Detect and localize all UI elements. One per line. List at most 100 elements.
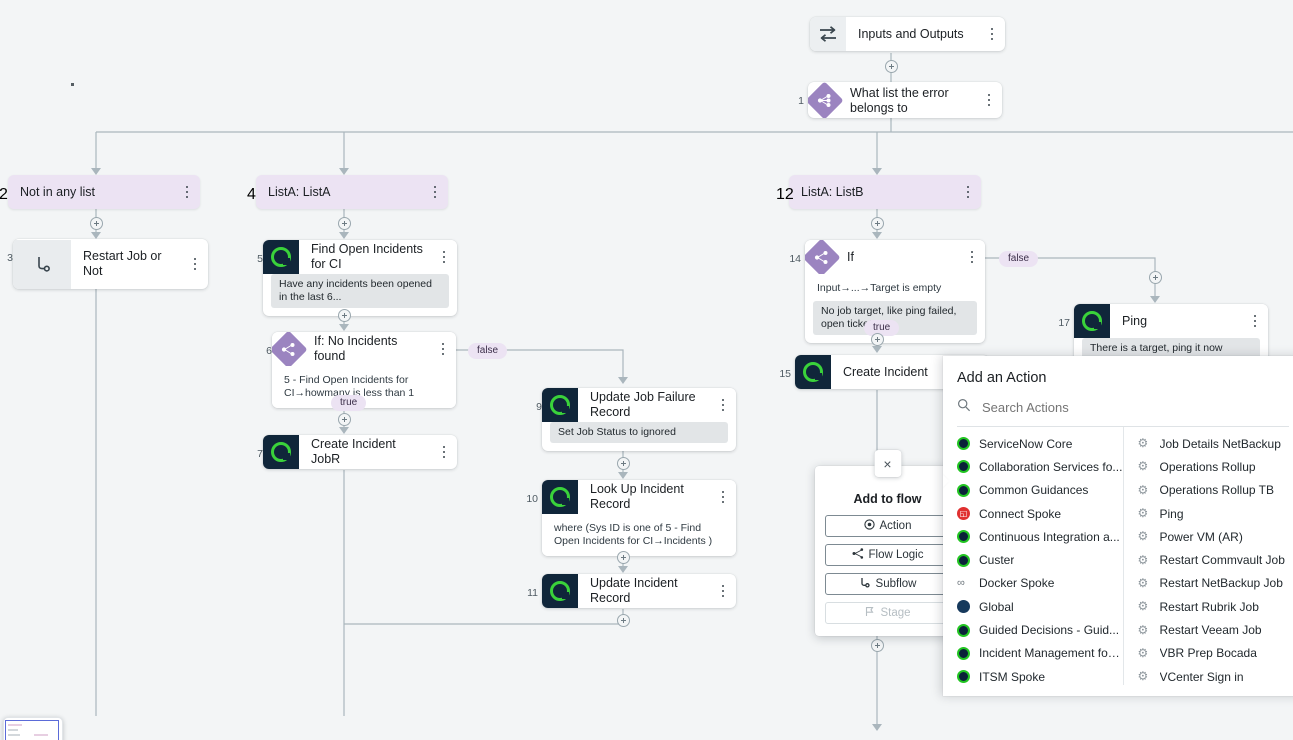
node-number: 2 (0, 186, 8, 203)
list-item[interactable]: ⚙ Restart NetBackup Job (1124, 572, 1293, 595)
gear-icon: ⚙ (1137, 575, 1149, 590)
action-list[interactable]: ⚙Job Details NetBackup ⚙Operations Rollu… (1124, 427, 1293, 685)
action-target-icon (863, 519, 875, 533)
node-update-incident-record[interactable]: 11 Update Incident Record (527, 574, 736, 608)
node-menu-button[interactable] (976, 82, 1002, 118)
list-item[interactable]: ⚙Power VM (AR) (1124, 525, 1293, 548)
global-icon (957, 600, 970, 614)
add-to-flow-popover[interactable]: × Add to flow Action Flow Logic Subflow (815, 450, 970, 636)
list-item[interactable]: ⚙Restart Veeam Job (1124, 618, 1293, 641)
node-create-incident-jobr[interactable]: 7 Create Incident JobR (257, 435, 457, 469)
node-menu-button[interactable] (431, 435, 457, 469)
list-item[interactable]: ∞Docker Spoke (943, 572, 1123, 595)
add-action-button[interactable]: Action (825, 515, 950, 537)
add-action-label: Action (879, 520, 912, 532)
node-label: Not in any list (20, 184, 96, 199)
add-subflow-button[interactable]: Subflow (825, 573, 950, 595)
list-item[interactable]: ⚙Job Details NetBackup (1124, 432, 1293, 455)
list-item[interactable]: Collaboration Services fo... (943, 455, 1123, 478)
gear-icon: ⚙ (1137, 645, 1149, 660)
list-item[interactable]: Continuous Integration a... (943, 525, 1123, 548)
minimap[interactable] (3, 717, 63, 740)
node-label: If (847, 249, 854, 264)
node-menu-button[interactable] (422, 190, 448, 194)
node-look-up-incident-record[interactable]: 10 Look Up Incident Record where (Sys ID… (526, 480, 736, 556)
node-subtitle: Input→...→Target is empty (805, 274, 985, 297)
add-flow-logic-button[interactable]: Flow Logic (825, 544, 950, 566)
list-item[interactable]: Common Guidances (943, 479, 1123, 502)
node-menu-button[interactable] (959, 240, 985, 274)
node-menu-button[interactable] (710, 388, 736, 422)
node-menu-button[interactable] (174, 190, 200, 194)
list-item[interactable]: ITSM Spoke (943, 665, 1123, 685)
node-label: Restart Job or Not (83, 249, 162, 278)
search-actions-row[interactable] (957, 398, 1289, 427)
add-an-action-panel[interactable]: Add an Action ServiceNow Core Collaborat… (943, 356, 1293, 696)
node-menu-button[interactable] (1242, 304, 1268, 338)
node-lista-listb[interactable]: 12 ListA: ListB (776, 175, 981, 209)
node-menu-button[interactable] (979, 17, 1005, 51)
node-lista-lista[interactable]: 4 ListA: ListA (247, 175, 448, 209)
node-update-job-failure-record[interactable]: 9 Update Job Failure Record Set Job Stat… (536, 388, 736, 451)
node-label: ListA: ListB (801, 184, 864, 199)
add-step-handle[interactable] (617, 551, 630, 564)
add-step-handle[interactable] (871, 217, 884, 230)
list-item[interactable]: ⚙Ping (1124, 502, 1293, 525)
node-label: Ping (1122, 313, 1148, 328)
list-item[interactable]: ServiceNow Core (943, 432, 1123, 455)
node-menu-button[interactable] (955, 190, 981, 194)
list-item-label: Restart Commvault Job (1159, 553, 1285, 568)
node-if-no-incidents-found[interactable]: 6 If: No Incidents found (266, 332, 456, 408)
node-label: Update Job Failure Record (590, 390, 696, 419)
list-item[interactable]: Guided Decisions - Guid... (943, 618, 1123, 641)
connect-spoke-icon: ◱ (957, 507, 970, 521)
list-item[interactable]: Global (943, 595, 1123, 618)
list-item-label: Restart NetBackup Job (1159, 576, 1283, 591)
list-item[interactable]: ⚙Restart Commvault Job (1124, 548, 1293, 571)
search-input[interactable] (980, 399, 1289, 416)
list-item[interactable]: Custer (943, 548, 1123, 571)
node-inputs-and-outputs[interactable]: Inputs and Outputs (810, 17, 1005, 51)
servicenow-icon (1074, 304, 1110, 338)
node-restart-job-or-not[interactable]: 3 Restart Job or Not (7, 239, 208, 289)
flag-icon (864, 606, 875, 620)
list-item[interactable]: ⚙Operations Rollup (1124, 455, 1293, 478)
list-item[interactable]: ⚙Operations Rollup TB (1124, 479, 1293, 502)
add-step-handle[interactable] (871, 639, 884, 652)
add-step-handle[interactable] (617, 457, 630, 470)
list-item[interactable]: ⚙VCenter Sign in (1124, 665, 1293, 685)
list-item[interactable]: ⚙Restart Rubrik Job (1124, 595, 1293, 618)
node-menu-button[interactable] (431, 240, 457, 274)
add-step-handle[interactable] (885, 60, 898, 73)
node-find-open-incidents-for-ci[interactable]: 5 Find Open Incidents for CI Have any in… (257, 240, 457, 316)
add-step-handle[interactable] (338, 413, 351, 426)
node-menu-button[interactable] (430, 332, 456, 366)
list-item-label: Job Details NetBackup (1159, 436, 1281, 451)
add-step-handle[interactable] (617, 614, 630, 627)
gear-icon: ⚙ (1137, 622, 1149, 637)
add-step-handle[interactable] (90, 217, 103, 230)
gear-icon: ⚙ (1137, 599, 1149, 614)
node-not-in-any-list[interactable]: 2 Not in any list (0, 175, 200, 209)
add-step-handle[interactable] (871, 333, 884, 346)
add-step-handle[interactable] (1149, 271, 1162, 284)
list-item[interactable]: ◱Connect Spoke (943, 502, 1123, 525)
close-icon[interactable]: × (874, 450, 901, 477)
list-item-label: VBR Prep Bocada (1159, 646, 1257, 661)
add-step-handle[interactable] (338, 309, 351, 322)
list-item-label: Guided Decisions - Guid... (979, 623, 1120, 638)
node-menu-button[interactable] (710, 480, 736, 514)
node-menu-button[interactable] (182, 239, 208, 289)
node-menu-button[interactable] (710, 574, 736, 608)
node-number: 7 (257, 448, 263, 460)
node-if-target-is-empty[interactable]: 14 If Input (789, 240, 985, 343)
list-item[interactable]: Incident Management for ... (943, 642, 1123, 665)
node-label: Update Incident Record (590, 576, 678, 605)
list-item[interactable]: ⚙ VBR Prep Bocada (1124, 642, 1293, 665)
node-what-list-the-error-belongs-to[interactable]: 1 What list the error belongs to (798, 82, 1002, 118)
add-stage-label: Stage (880, 607, 911, 619)
add-step-handle[interactable] (338, 217, 351, 230)
action-category-list[interactable]: ServiceNow Core Collaboration Services f… (943, 427, 1124, 685)
minimap-viewport[interactable] (5, 720, 59, 740)
